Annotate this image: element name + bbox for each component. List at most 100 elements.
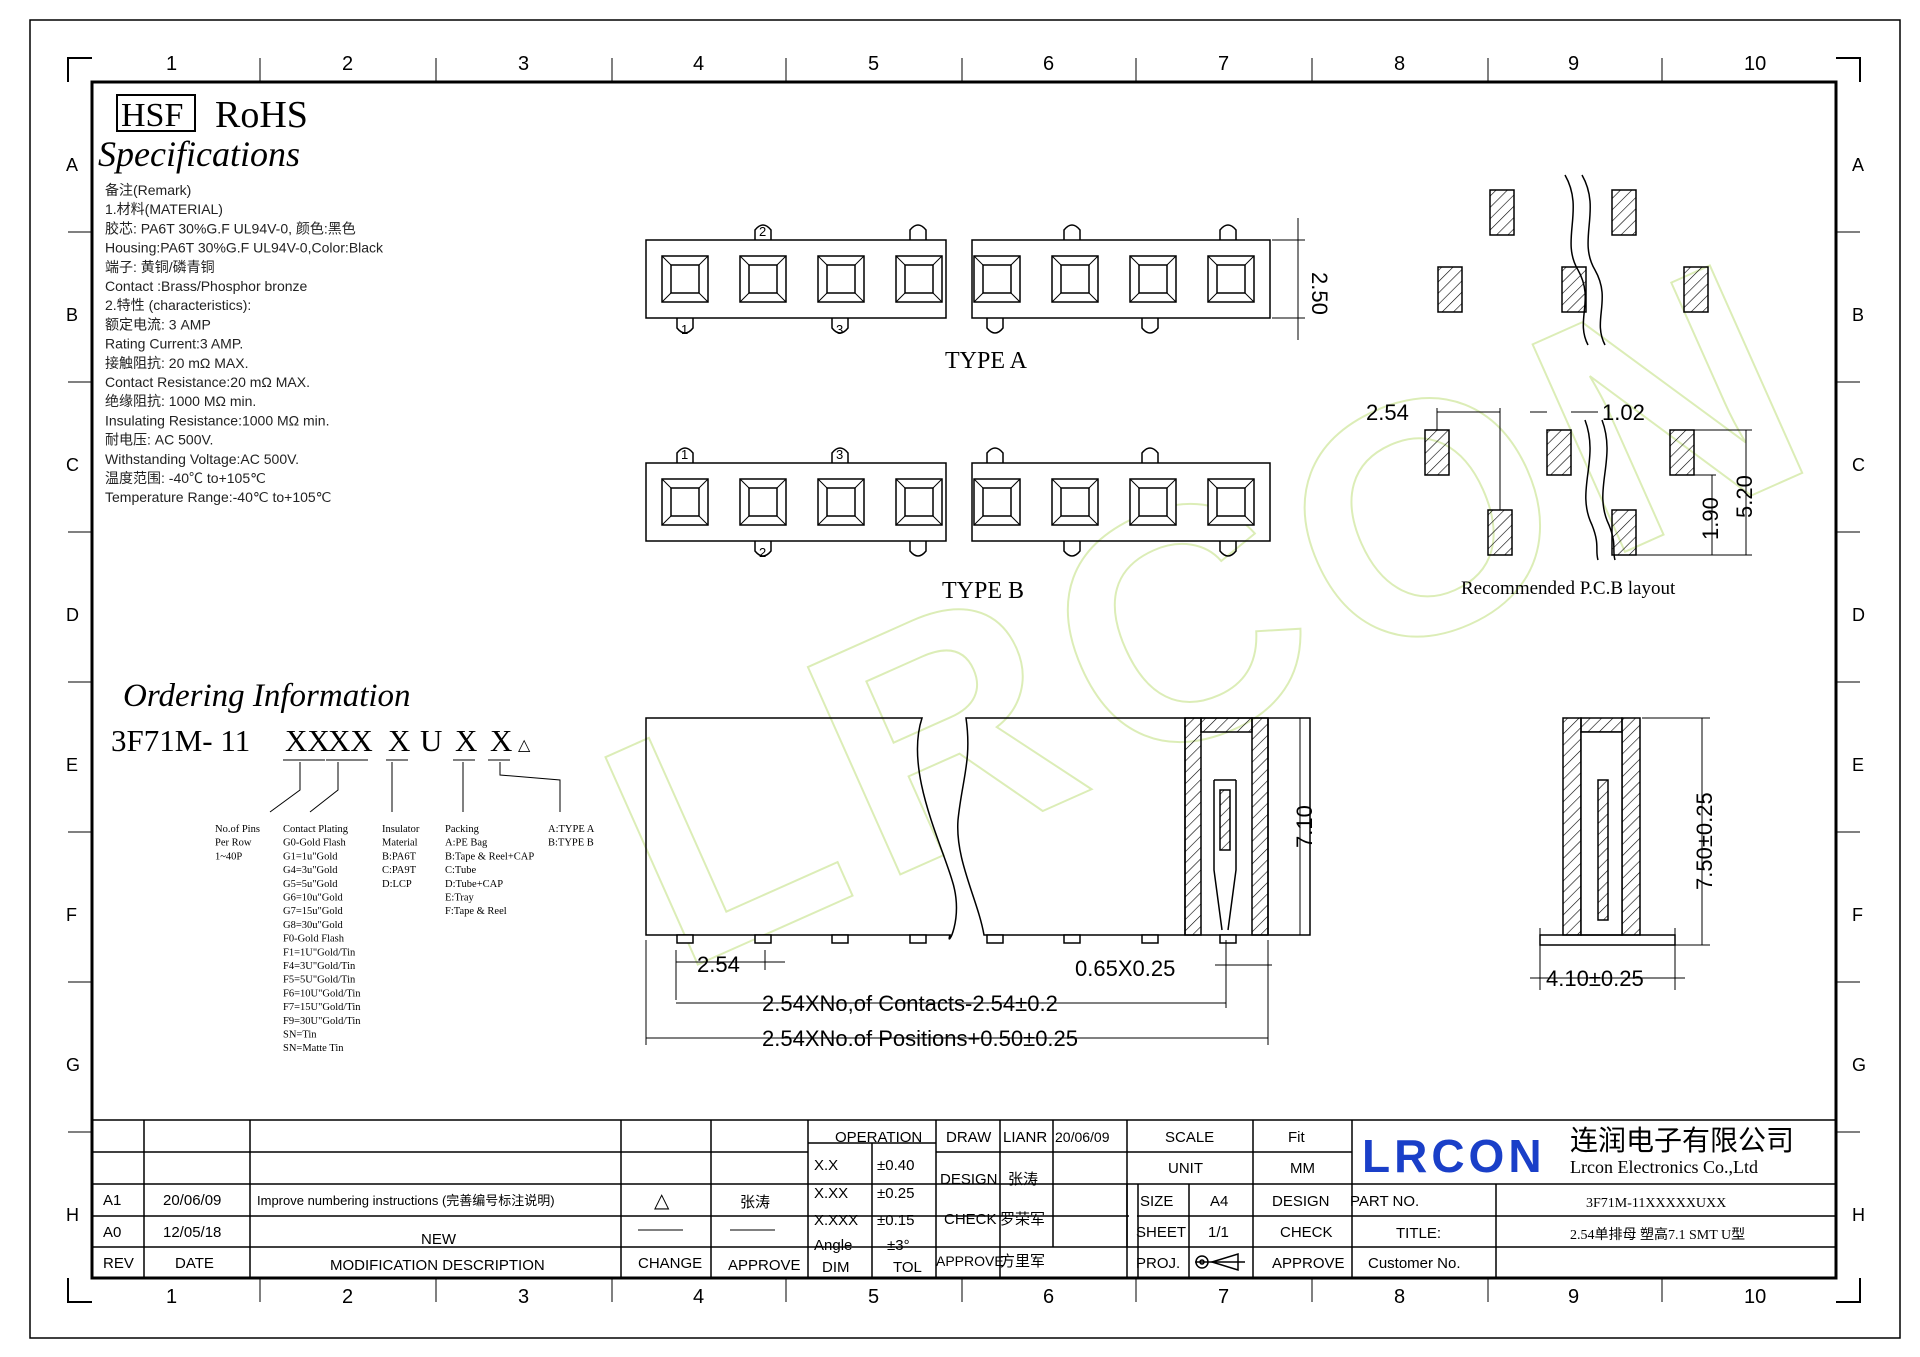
ordering-option: A:TYPE A — [548, 824, 595, 835]
pin-number: 2 — [759, 545, 766, 560]
unit-value: MM — [1290, 1160, 1315, 1177]
pcb-dim-5-20: 5.20 — [1732, 475, 1757, 518]
spec-line: 额定电流: 3 AMP — [105, 316, 211, 332]
column-label: 9 — [1568, 53, 1579, 75]
ordering-option: E:Tray — [445, 893, 475, 904]
rev-a0-desc: NEW — [421, 1231, 457, 1248]
ordering-option: Packing — [445, 824, 480, 835]
proj-label: PROJ. — [1136, 1255, 1180, 1272]
contact-cavity-inner — [670, 264, 700, 294]
smt-pin — [986, 934, 1004, 944]
pin-tab — [1141, 447, 1159, 463]
code-part: XX — [285, 723, 330, 758]
column-label: 10 — [1744, 1286, 1766, 1308]
ordering-code-prefix: 3F71M- 11 — [111, 723, 250, 758]
smt-pin — [754, 934, 772, 944]
rev-a0: A0 — [103, 1224, 121, 1241]
row-label: A — [66, 155, 78, 175]
title-block — [92, 1119, 1836, 1278]
code-part: XX — [328, 723, 373, 758]
specifications-list: 备注(Remark)1.材料(MATERIAL)胶芯: PA6T 30%G.F … — [105, 182, 384, 505]
dim-side-height: 7.50±0.25 — [1692, 792, 1717, 890]
ordering-option: F4=3U"Gold/Tin — [283, 961, 356, 972]
ordering-option: 1~40P — [215, 851, 242, 862]
pin-tab — [1063, 541, 1081, 557]
ordering-option: G6=10u"Gold — [283, 893, 344, 904]
ordering-option: D:LCP — [382, 879, 412, 890]
smt-pin — [1141, 934, 1159, 944]
dim-contacts-length: 2.54XNo,of Contacts-2.54±0.2 — [762, 991, 1058, 1016]
outer-border — [29, 19, 1901, 1339]
spec-line: 1.材料(MATERIAL) — [105, 201, 223, 217]
row-label: C — [66, 455, 79, 475]
specifications-title: Specifications — [98, 134, 300, 174]
row-label: G — [66, 1055, 80, 1075]
type-a-body-right — [971, 239, 1271, 319]
contact-cavity-inner — [904, 264, 934, 294]
design-col-label: DESIGN — [1272, 1193, 1330, 1210]
tol-xx: X.X — [814, 1157, 838, 1174]
row-label: F — [1852, 905, 1863, 925]
rev-a0-approve: ——— — [730, 1221, 775, 1238]
row-label: H — [1852, 1205, 1865, 1225]
rev-a1-desc: Improve numbering instructions (完善编号标注说明… — [257, 1193, 555, 1208]
pcb-layout-view: 2.54 1.02 1.90 5.20 Recommended P.C.B la… — [1366, 174, 1757, 599]
contact-cavity-inner — [1138, 487, 1168, 517]
row-label: E — [1852, 755, 1864, 775]
hsf-box — [116, 94, 196, 132]
draw-label: DRAW — [946, 1129, 992, 1146]
pin-tab — [909, 541, 927, 557]
pin-tab — [676, 318, 694, 334]
tol-angle: Angle — [814, 1237, 852, 1254]
spec-line: Housing:PA6T 30%G.F UL94V-0,Color:Black — [105, 240, 384, 256]
pin-number: 2 — [759, 224, 766, 239]
pin-number: 1 — [681, 447, 688, 462]
type-b-label: TYPE B — [942, 578, 1024, 604]
ordering-option: G8=30u"Gold — [283, 920, 344, 931]
company-name-en: Lrcon Electronics Co.,Ltd — [1570, 1157, 1758, 1177]
tol-label: TOL — [893, 1259, 922, 1276]
row-label: D — [1852, 605, 1865, 625]
spec-line: Withstanding Voltage:AC 500V. — [105, 451, 299, 467]
pin-number: 1 — [681, 322, 688, 337]
column-label: 7 — [1218, 1286, 1229, 1308]
type-b-body-right — [971, 462, 1271, 542]
rev-a0-date: 12/05/18 — [163, 1224, 221, 1241]
desc-header: MODIFICATION DESCRIPTION — [330, 1257, 545, 1274]
ordering-leaders — [269, 762, 561, 813]
spec-line: Temperature Range:-40℃ to+105℃ — [105, 489, 331, 505]
tolerance-table: OPERATION X.X ±0.40 X.XX ±0.25 X.XXX ±0.… — [814, 1129, 922, 1276]
header-block: HSF RoHS Specifications — [98, 94, 308, 174]
column-label: 8 — [1394, 1286, 1405, 1308]
row-label: C — [1852, 455, 1865, 475]
contact-cavity-inner — [826, 264, 856, 294]
column-label: 4 — [693, 1286, 704, 1308]
customer-no-label: Customer No. — [1368, 1255, 1461, 1272]
part-no-label: PART NO. — [1350, 1193, 1419, 1210]
ordering-option: B:TYPE B — [548, 838, 594, 849]
front-dims: 7.10 2.54 0.65X0.25 2.54XNo,of Contacts-… — [645, 717, 1317, 1051]
ordering-option: F1=1U"Gold/Tin — [283, 947, 356, 958]
contact-cavity-inner — [1138, 264, 1168, 294]
pin-tab — [909, 224, 927, 240]
approve-header: APPROVE — [728, 1257, 801, 1274]
column-label: 10 — [1744, 53, 1766, 75]
pin-tab — [986, 447, 1004, 463]
rohs-text: RoHS — [215, 94, 308, 136]
type-b-body-left — [645, 462, 947, 542]
pin-tab — [986, 318, 1004, 334]
check-label: CHECK — [944, 1211, 997, 1228]
draw-name: LIANR — [1003, 1129, 1047, 1146]
spec-line: 接触阻抗: 20 mΩ MAX. — [105, 355, 249, 371]
rev-a1-change: △ — [654, 1190, 670, 1212]
sheet-value: 1/1 — [1208, 1224, 1229, 1241]
date-header: DATE — [175, 1255, 214, 1272]
contact-cavity-inner — [826, 487, 856, 517]
ordering-option: No.of Pins — [215, 824, 260, 835]
contact-cavity-inner — [1060, 264, 1090, 294]
contact-cavity-inner — [1216, 264, 1246, 294]
smt-pin — [1219, 934, 1237, 944]
smt-pin — [1063, 934, 1081, 944]
column-label: 8 — [1394, 53, 1405, 75]
